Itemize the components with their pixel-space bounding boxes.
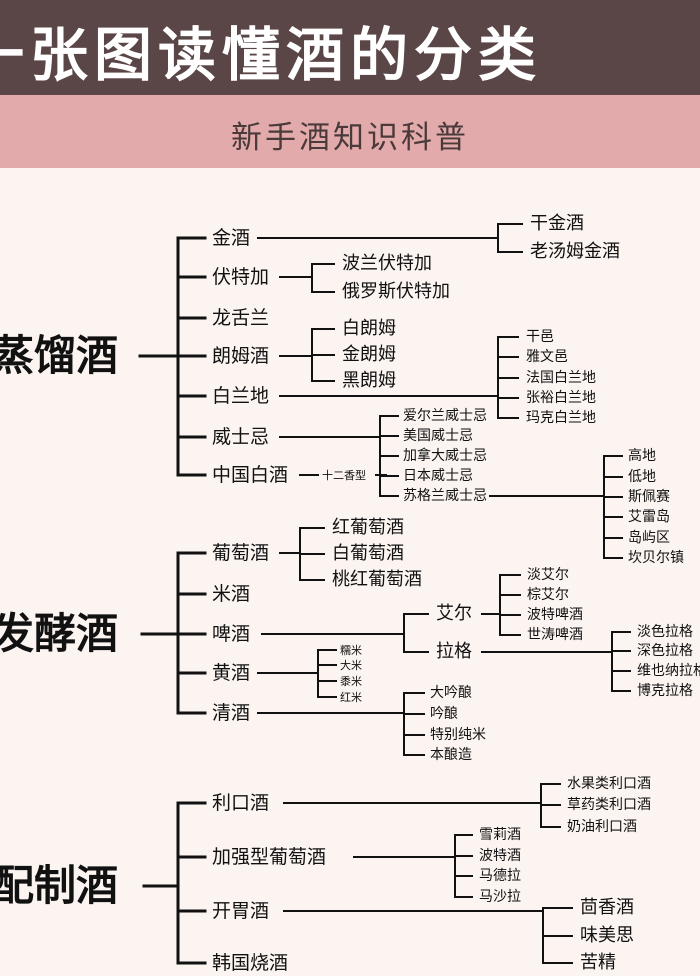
sake-grade: 本酿造 bbox=[430, 747, 472, 763]
node-huangjiu: 黄酒 bbox=[212, 661, 251, 684]
category-compounded: 配制酒 bbox=[0, 861, 119, 910]
brandy-type: 张裕白兰地 bbox=[526, 390, 596, 406]
node-baijiu: 中国白酒 bbox=[212, 463, 289, 486]
scotch-region: 坎贝尔镇 bbox=[628, 550, 684, 566]
scotch-region: 岛屿区 bbox=[628, 530, 670, 546]
scotch-region: 低地 bbox=[628, 469, 656, 485]
fortified-wine-type: 马沙拉 bbox=[479, 889, 521, 905]
baijiu-aroma-note: 十二香型 bbox=[322, 468, 366, 482]
node-sake: 清酒 bbox=[212, 701, 251, 724]
ale-type: 淡艾尔 bbox=[527, 567, 569, 583]
brandy-type: 雅文邑 bbox=[526, 349, 568, 365]
brandy-type: 法国白兰地 bbox=[526, 370, 596, 386]
node-beer: 啤酒 bbox=[212, 622, 251, 645]
lager-type: 深色拉格 bbox=[637, 643, 693, 659]
brandy-type: 干邑 bbox=[526, 329, 554, 345]
huangjiu-grain: 黍米 bbox=[340, 674, 362, 688]
aperitif-type: 苦精 bbox=[580, 952, 616, 973]
fortified-wine-type: 马德拉 bbox=[479, 868, 521, 884]
huangjiu-grain: 糯米 bbox=[340, 643, 362, 657]
node-brandy: 白兰地 bbox=[212, 384, 270, 407]
node-vodka: 伏特加 bbox=[212, 265, 270, 288]
sake-grade: 吟酿 bbox=[430, 706, 458, 722]
aperitif-type: 味美思 bbox=[580, 925, 634, 946]
whisky-type: 美国威士忌 bbox=[403, 428, 473, 444]
sake-grade: 特别纯米 bbox=[430, 727, 486, 743]
ale-type: 波特啤酒 bbox=[527, 607, 583, 623]
node-rum: 朗姆酒 bbox=[212, 344, 270, 367]
huangjiu-grain: 大米 bbox=[340, 658, 362, 672]
beer-lager: 拉格 bbox=[436, 641, 472, 662]
whisky-type: 加拿大威士忌 bbox=[403, 448, 487, 464]
title-banner: 一张图读懂酒的分类 bbox=[0, 0, 700, 95]
lager-type: 博克拉格 bbox=[637, 683, 693, 699]
node-rice: 米酒 bbox=[212, 582, 251, 605]
vodka-polish: 波兰伏特加 bbox=[342, 253, 432, 274]
ale-type: 世涛啤酒 bbox=[527, 627, 583, 643]
fortified-wine-type: 波特酒 bbox=[479, 848, 521, 864]
whisky-type: 爱尔兰威士忌 bbox=[403, 408, 487, 424]
ale-type: 棕艾尔 bbox=[527, 587, 569, 603]
liqueur-type: 草药类利口酒 bbox=[567, 797, 651, 813]
rum-type: 金朗姆 bbox=[342, 344, 396, 365]
node-tequila: 龙舌兰 bbox=[212, 306, 270, 329]
wine-type: 红葡萄酒 bbox=[332, 517, 404, 538]
page-subtitle: 新手酒知识科普 bbox=[231, 120, 469, 156]
node-gin: 金酒 bbox=[212, 226, 251, 249]
lager-type: 维也纳拉格 bbox=[637, 663, 700, 679]
brandy-type: 玛克白兰地 bbox=[526, 410, 596, 426]
gin-old-tom: 老汤姆金酒 bbox=[530, 241, 620, 262]
vodka-russian: 俄罗斯伏特加 bbox=[342, 281, 450, 302]
aperitif-type: 茴香酒 bbox=[580, 897, 634, 918]
whisky-type: 苏格兰威士忌 bbox=[403, 488, 487, 504]
node-liqueur: 利口酒 bbox=[212, 791, 270, 814]
category-fermented: 发酵酒 bbox=[0, 609, 119, 658]
subtitle-banner: 新手酒知识科普 bbox=[0, 95, 700, 168]
rum-type: 黑朗姆 bbox=[342, 370, 396, 391]
beer-ale: 艾尔 bbox=[436, 603, 472, 624]
wine-type: 桃红葡萄酒 bbox=[332, 569, 422, 590]
node-aperitif: 开胃酒 bbox=[212, 899, 270, 922]
liqueur-type: 奶油利口酒 bbox=[567, 819, 637, 835]
scotch-region: 高地 bbox=[628, 448, 656, 464]
scotch-region: 斯佩赛 bbox=[628, 489, 670, 505]
page-title: 一张图读懂酒的分类 bbox=[0, 21, 543, 89]
lager-type: 淡色拉格 bbox=[637, 624, 693, 640]
rum-type: 白朗姆 bbox=[342, 318, 396, 339]
gin-dry: 干金酒 bbox=[530, 213, 584, 234]
node-wine: 葡萄酒 bbox=[212, 541, 270, 564]
node-soju: 韩国烧酒 bbox=[212, 951, 289, 974]
wine-type: 白葡萄酒 bbox=[332, 543, 404, 564]
liqueur-type: 水果类利口酒 bbox=[567, 776, 651, 792]
fortified-wine-type: 雪莉酒 bbox=[479, 827, 521, 843]
scotch-region: 艾雷岛 bbox=[628, 509, 670, 525]
category-distilled: 蒸馏酒 bbox=[0, 331, 119, 380]
node-whisky: 威士忌 bbox=[212, 425, 270, 448]
huangjiu-grain: 红米 bbox=[340, 690, 362, 704]
whisky-type: 日本威士忌 bbox=[403, 468, 473, 484]
node-fortified: 加强型葡萄酒 bbox=[212, 845, 327, 868]
sake-grade: 大吟酿 bbox=[430, 685, 472, 701]
